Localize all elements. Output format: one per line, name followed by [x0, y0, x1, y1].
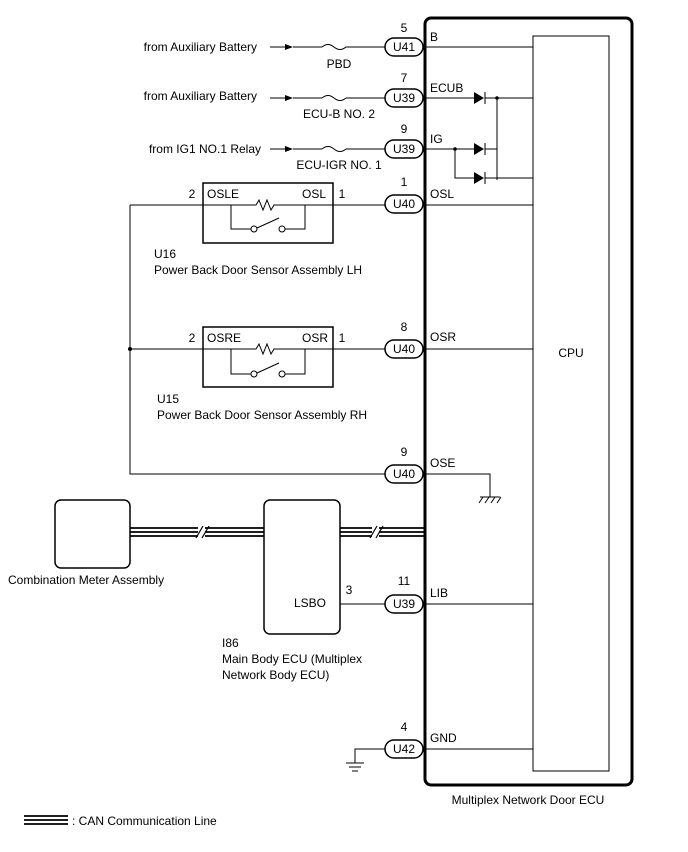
sensor-lh-id: U16 [154, 247, 176, 261]
main-body-ecu-pin: 3 [346, 583, 353, 597]
fuse-icon [321, 146, 347, 152]
main-body-ecu-id: I86 [222, 636, 239, 650]
pin-number: 7 [401, 71, 408, 85]
connector-label: U39 [393, 597, 415, 611]
pin-number: 4 [401, 720, 408, 734]
svg-text:2: 2 [189, 331, 196, 345]
main-body-ecu-name-2: Network Body ECU) [222, 668, 329, 682]
pin-number: 1 [401, 175, 408, 189]
ecu-box [423, 16, 634, 787]
pin-number: 11 [398, 574, 411, 588]
main-body-ecu-box [263, 499, 341, 635]
diode-icon [474, 92, 484, 104]
connector-label: U41 [393, 40, 415, 54]
svg-text:OSL: OSL [302, 187, 326, 201]
connector-badge [384, 139, 424, 159]
connector-label: U40 [393, 342, 415, 356]
fuse-icon [321, 44, 347, 50]
connector-badge [384, 464, 424, 484]
connector-label: U39 [393, 91, 415, 105]
pin-number: 5 [401, 21, 408, 35]
diode-icon [474, 172, 484, 184]
main-body-ecu-terminal: LSBO [294, 596, 326, 610]
ground-icon [346, 762, 364, 772]
terminal-label: GND [430, 731, 457, 745]
legend-text: : CAN Communication Line [72, 814, 217, 828]
connector-label: U40 [393, 197, 415, 211]
connector-badge [384, 37, 424, 57]
fuse-label-ig: ECU-IGR NO. 1 [296, 158, 382, 172]
fuse-icon [321, 95, 347, 101]
source-label-1: from Auxiliary Battery [144, 40, 257, 54]
connector-label: U42 [393, 742, 415, 756]
sensor-lh-name: Power Back Door Sensor Assembly LH [154, 263, 362, 277]
combination-meter-box [54, 499, 131, 569]
svg-text:OSRE: OSRE [207, 331, 241, 345]
connector-badge [384, 194, 424, 214]
terminal-label: OSR [430, 330, 456, 344]
terminal-label: ECUB [430, 81, 463, 95]
fuse-label-ecub: ECU-B NO. 2 [303, 107, 375, 121]
pin-number: 8 [401, 320, 408, 334]
pin-number: 9 [401, 122, 408, 136]
svg-text:1: 1 [339, 187, 346, 201]
pin-number: 9 [401, 445, 408, 459]
terminal-label: IG [430, 132, 443, 146]
source-label-2: from Auxiliary Battery [144, 89, 257, 103]
sensor-rh-name: Power Back Door Sensor Assembly RH [157, 408, 367, 422]
arrow-icon [285, 44, 293, 50]
diode-icon [474, 143, 484, 155]
connector-label: U39 [393, 142, 415, 156]
arrow-icon [285, 95, 293, 101]
svg-text:OSLE: OSLE [207, 187, 239, 201]
terminal-label: OSL [430, 187, 454, 201]
cpu-box [532, 35, 610, 772]
main-body-ecu-name-1: Main Body ECU (Multiplex [222, 652, 362, 666]
terminal-label: LIB [430, 586, 448, 600]
sensor-rh-id: U15 [157, 392, 179, 406]
connector-label: U40 [393, 467, 415, 481]
connector-badge [384, 88, 424, 108]
terminal-label: OSE [430, 456, 455, 470]
can-line [130, 527, 425, 537]
chassis-ground-icon [478, 496, 502, 504]
cpu-label: CPU [558, 346, 583, 360]
svg-text:OSR: OSR [302, 331, 328, 345]
line-break-icon [369, 525, 384, 539]
ecu-name: Multiplex Network Door ECU [452, 793, 605, 807]
line-break-icon [195, 525, 210, 539]
svg-text:2: 2 [189, 187, 196, 201]
fuse-label-pbd: PBD [327, 57, 352, 71]
source-label-3: from IG1 NO.1 Relay [149, 142, 261, 156]
legend-can-line-icon [24, 815, 68, 825]
terminal-label: B [430, 30, 438, 44]
sensor-lh: 2 OSLE OSL 1 [189, 182, 346, 244]
arrow-icon [285, 146, 293, 152]
sensor-rh: 2 OSRE OSR 1 [189, 326, 346, 388]
svg-text:1: 1 [339, 331, 346, 345]
combination-meter-label: Combination Meter Assembly [8, 573, 164, 587]
